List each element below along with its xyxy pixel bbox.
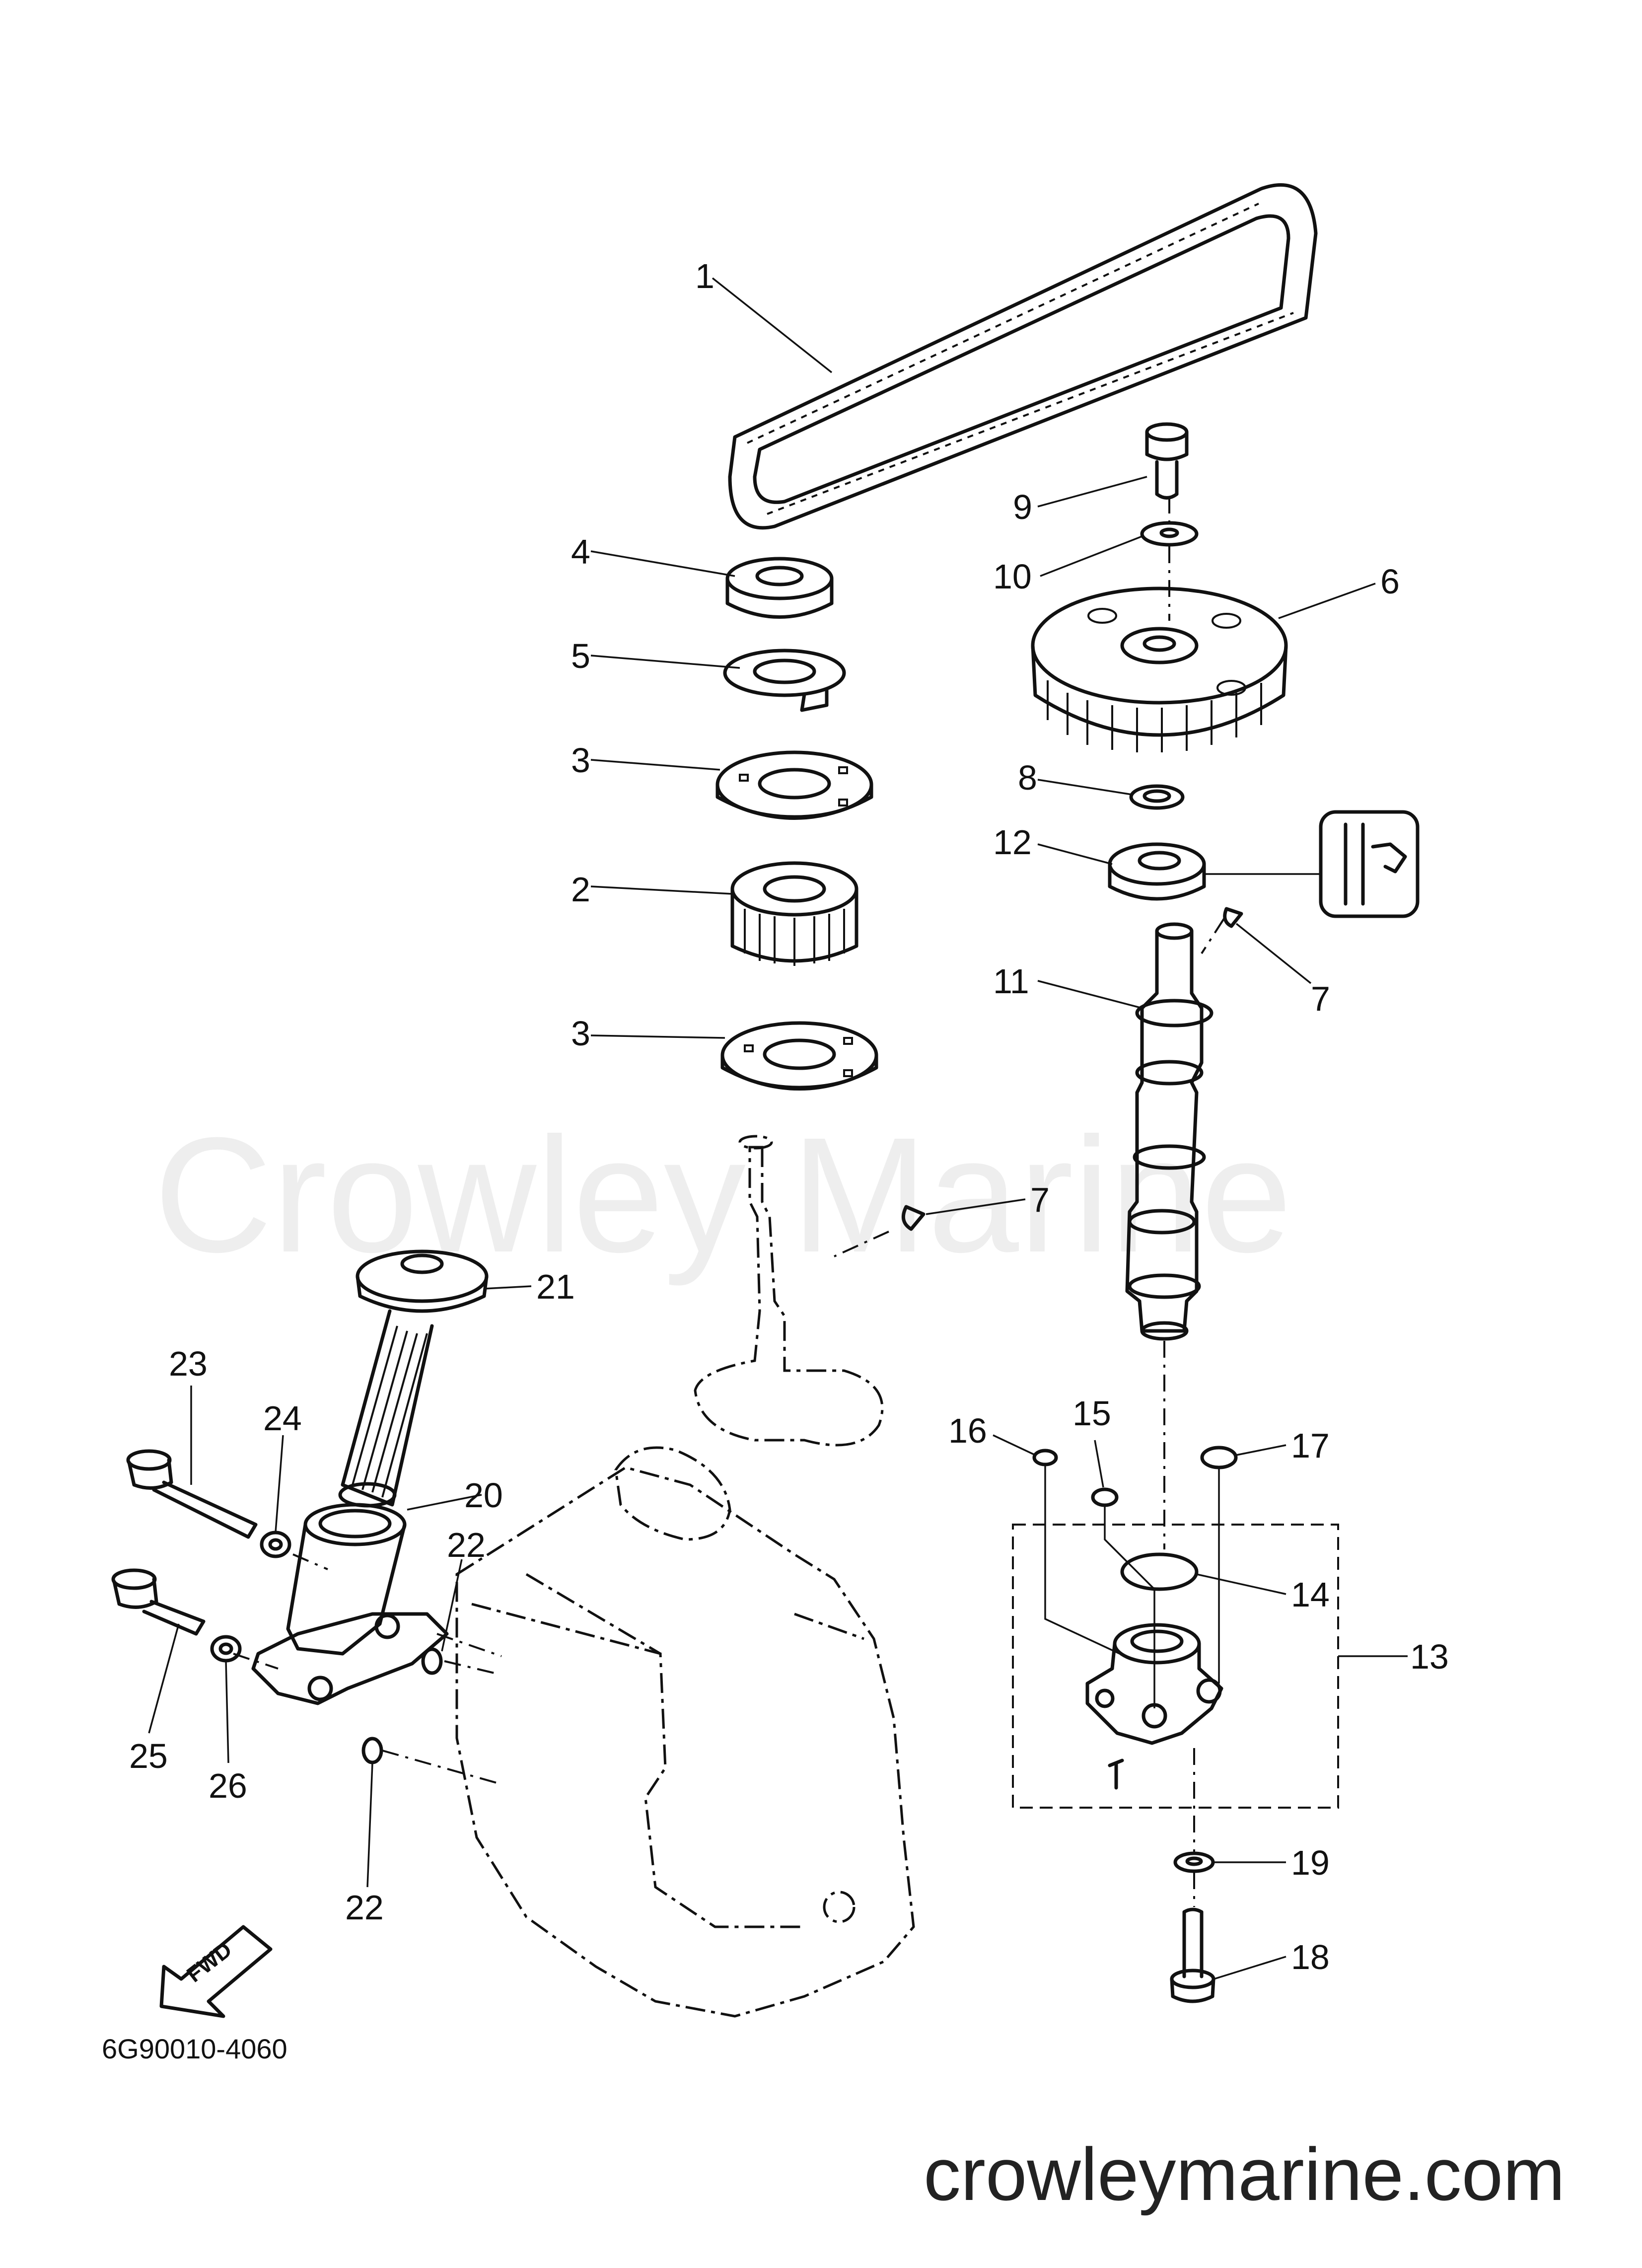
callout-18: 18 xyxy=(1291,1938,1330,1976)
callout-26: 26 xyxy=(209,1766,247,1805)
callout-19: 19 xyxy=(1291,1843,1330,1882)
thrust-washer xyxy=(1129,784,1185,810)
o-ring-upper xyxy=(421,1647,443,1675)
callout-22-lower: 22 xyxy=(345,1888,384,1927)
callout-22-upper: 22 xyxy=(447,1526,486,1564)
callout-21: 21 xyxy=(536,1267,575,1306)
o-ring-lower xyxy=(361,1737,383,1764)
callout-12: 12 xyxy=(993,823,1032,862)
callout-15: 15 xyxy=(1072,1394,1111,1433)
washer xyxy=(1140,521,1199,547)
callout-23: 23 xyxy=(169,1344,208,1383)
long-bolt xyxy=(126,1449,258,1539)
woodruff-key-lower xyxy=(901,1205,926,1231)
sprocket-plate-lower xyxy=(720,1021,878,1091)
callout-17: 17 xyxy=(1291,1426,1330,1465)
engine-block-outline xyxy=(455,1446,915,2018)
callout-3-upper: 3 xyxy=(571,741,590,780)
callout-11: 11 xyxy=(993,962,1029,1001)
pump-bolt xyxy=(1170,1907,1215,2003)
callout-10: 10 xyxy=(993,557,1032,596)
timing-belt xyxy=(728,183,1318,530)
callout-3-lower: 3 xyxy=(571,1014,590,1053)
sprocket-bolt xyxy=(1145,422,1189,500)
sprocket-plate-upper xyxy=(715,750,873,820)
short-bolt xyxy=(111,1568,206,1636)
nut xyxy=(725,557,834,619)
diagram-code: 6G90010-4060 xyxy=(102,2033,287,2064)
callout-9: 9 xyxy=(1013,488,1032,526)
footer-url: crowleymarine.com xyxy=(924,2132,1565,2216)
pump-washer xyxy=(1173,1851,1215,1873)
oil-filter-housing xyxy=(251,1503,449,1705)
callout-7-camshaft: 7 xyxy=(1311,979,1330,1018)
o-ring-16 xyxy=(1032,1449,1058,1466)
callout-25: 25 xyxy=(129,1737,168,1775)
callout-7-crankshaft: 7 xyxy=(1030,1180,1050,1219)
o-ring-15 xyxy=(1091,1487,1119,1507)
callout-14: 14 xyxy=(1291,1575,1330,1614)
camshaft-pulley xyxy=(1031,586,1288,752)
callout-2: 2 xyxy=(571,870,590,909)
callout-13: 13 xyxy=(1410,1637,1449,1676)
washer-small xyxy=(260,1531,291,1558)
callout-5: 5 xyxy=(571,637,590,675)
leader-lines xyxy=(148,277,1408,1980)
callout-8: 8 xyxy=(1018,758,1037,797)
oil-pump-assembly-box xyxy=(1012,1524,1339,1809)
woodruff-key-upper xyxy=(1223,907,1243,928)
callout-24: 24 xyxy=(263,1399,302,1438)
callout-16: 16 xyxy=(948,1411,987,1450)
seal-detail-inset xyxy=(1319,810,1420,918)
forward-arrow-icon: FWD xyxy=(159,1925,273,2018)
o-ring-17 xyxy=(1200,1446,1238,1469)
callout-1: 1 xyxy=(695,257,714,295)
oil-filter-element xyxy=(338,1249,489,1508)
lock-washer xyxy=(723,649,846,712)
callout-20: 20 xyxy=(464,1476,503,1515)
oil-seal xyxy=(1108,842,1206,901)
callout-4: 4 xyxy=(571,532,590,571)
watermark: Crowley Marine xyxy=(154,1103,1292,1287)
o-ring-pump xyxy=(1120,1552,1199,1591)
crankshaft-sprocket xyxy=(730,861,858,966)
callout-6: 6 xyxy=(1380,562,1400,601)
crankshaft-outline xyxy=(694,1135,884,1447)
camshaft xyxy=(1125,922,1214,1341)
callout-labels: 1 2 3 3 4 5 6 7 7 8 9 10 11 12 13 14 15 … xyxy=(129,257,1449,1976)
washer-short-bolt xyxy=(210,1635,242,1663)
